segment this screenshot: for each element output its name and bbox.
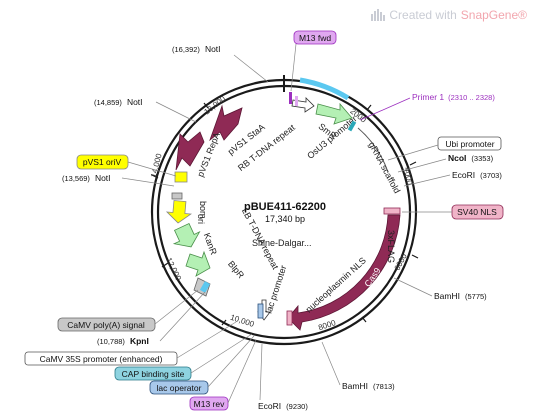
3xflag-label: 3xFLAG xyxy=(386,230,396,263)
camv-35s-leader xyxy=(176,321,237,359)
cap-binding-site-label: CAP binding site xyxy=(122,369,185,379)
camv-polya-box[interactable] xyxy=(57,317,156,332)
primer1-leader xyxy=(359,97,411,121)
tick-label-12000: 12,000 xyxy=(164,256,183,282)
m13-fwd-stripe xyxy=(299,77,350,101)
camv-polya-label: CaMV poly(A) signal xyxy=(67,320,145,330)
plasmid-size: 17,340 bp xyxy=(265,214,305,224)
kanr-feature[interactable] xyxy=(169,221,204,253)
grna-scaffold-label: gRNA scaffold xyxy=(367,140,403,195)
pvs1-repa-feature[interactable] xyxy=(175,131,205,171)
ubi-promoter-box[interactable] xyxy=(437,136,502,151)
noti-14859-leader xyxy=(155,101,197,123)
tick-label-4000: 4000 xyxy=(402,166,414,186)
bamhi-5775-leader xyxy=(393,277,433,297)
noti-14859-label: (14,859)NotI xyxy=(94,97,143,107)
ring-tick-marks xyxy=(151,102,419,326)
bom-feature[interactable] xyxy=(171,192,183,200)
bamhi-7813-leader xyxy=(321,341,341,386)
m13-rev-leader xyxy=(227,339,257,404)
smr-feature[interactable] xyxy=(315,102,353,125)
blpr-feature[interactable] xyxy=(185,250,211,277)
lac-operator-feature[interactable] xyxy=(257,303,264,319)
primer1-label: Primer 1(2310 .. 2328) xyxy=(412,92,495,102)
ecori-3703-label: EcoRI(3703) xyxy=(452,170,502,180)
m13-rev-label: M13 rev xyxy=(194,399,225,409)
ecori-9230-leader xyxy=(259,343,263,401)
cap-leader xyxy=(190,333,253,374)
cap-binding-site-box[interactable] xyxy=(114,366,192,381)
pvs1-oriv-leader xyxy=(127,161,177,177)
ubi-promoter-label: Ubi promoter xyxy=(445,139,494,149)
pvs1-staa-feature[interactable] xyxy=(209,104,243,142)
m13-rev-box[interactable] xyxy=(189,396,229,411)
pvs1-oriv-feature[interactable] xyxy=(174,171,188,183)
watermark-text: Created with xyxy=(389,8,457,22)
kpni-leader xyxy=(159,291,206,342)
noti-16392-label: (16,392)NotI xyxy=(172,44,221,54)
watermark: Created with SnapGene® xyxy=(371,7,527,23)
blpr-label: BlpR xyxy=(226,259,247,281)
snapgene-bars-icon xyxy=(371,9,386,21)
bamhi-5775-label: BamHI(5775) xyxy=(434,291,487,301)
sv40-nls-label: SV40 NLS xyxy=(457,207,497,217)
kpni-label: (10,788)KpnI xyxy=(97,336,149,346)
plasmid-name: pBUE411-62200 xyxy=(244,201,326,213)
tick-label-16000: 16,000 xyxy=(202,94,227,116)
m13-fwd-label: M13 fwd xyxy=(299,33,331,43)
pvs1-oriv-box[interactable] xyxy=(76,154,129,170)
lac-promoter-label: lac promoter xyxy=(264,264,289,315)
teal-feature xyxy=(347,120,357,132)
grna-scaffold-feature[interactable] xyxy=(357,127,389,173)
purple-marker-small xyxy=(295,96,298,106)
3xflag-feature[interactable] xyxy=(383,207,401,215)
lac-operator-box[interactable] xyxy=(149,380,209,395)
ori-feature[interactable] xyxy=(165,200,193,224)
bom-label: bom xyxy=(198,201,208,219)
pvs1-oriv-label: pVS1 oriV xyxy=(83,157,122,167)
m13-fwd-box[interactable] xyxy=(293,30,337,45)
ncoi-leader xyxy=(397,158,447,173)
noti-16392-leader xyxy=(233,54,269,83)
m13-fwd-marker xyxy=(289,92,292,104)
camv-polya-leader xyxy=(154,289,199,325)
bamhi-7813-label: BamHI(7813) xyxy=(342,381,395,391)
m13-fwd-leader xyxy=(290,43,297,92)
ecori-3703-leader xyxy=(403,174,451,187)
ncoi-label: NcoI(3353) xyxy=(448,153,494,163)
kpni-marker xyxy=(199,281,211,293)
shine-dalgarno-label: Shine-Dalgar... xyxy=(252,238,312,248)
noti-13569-label: (13,569)NotI xyxy=(62,173,111,183)
noti-13569-leader xyxy=(121,177,175,187)
camv-35s-box[interactable] xyxy=(24,351,178,366)
ori-label: ori xyxy=(196,214,206,224)
osu3-promoter-label: OsU3 promoter xyxy=(305,114,359,161)
lac-operator-leader xyxy=(207,335,255,388)
lac-operator-label: lac operator xyxy=(157,383,202,393)
nucleoplasmin-nls-feature[interactable] xyxy=(286,310,293,326)
ubi-leader xyxy=(387,144,439,161)
camv-35s-label: CaMV 35S promoter (enhanced) xyxy=(40,354,163,364)
ecori-9230-label: EcoRI(9230) xyxy=(258,401,308,411)
watermark-brand: SnapGene® xyxy=(460,8,527,22)
